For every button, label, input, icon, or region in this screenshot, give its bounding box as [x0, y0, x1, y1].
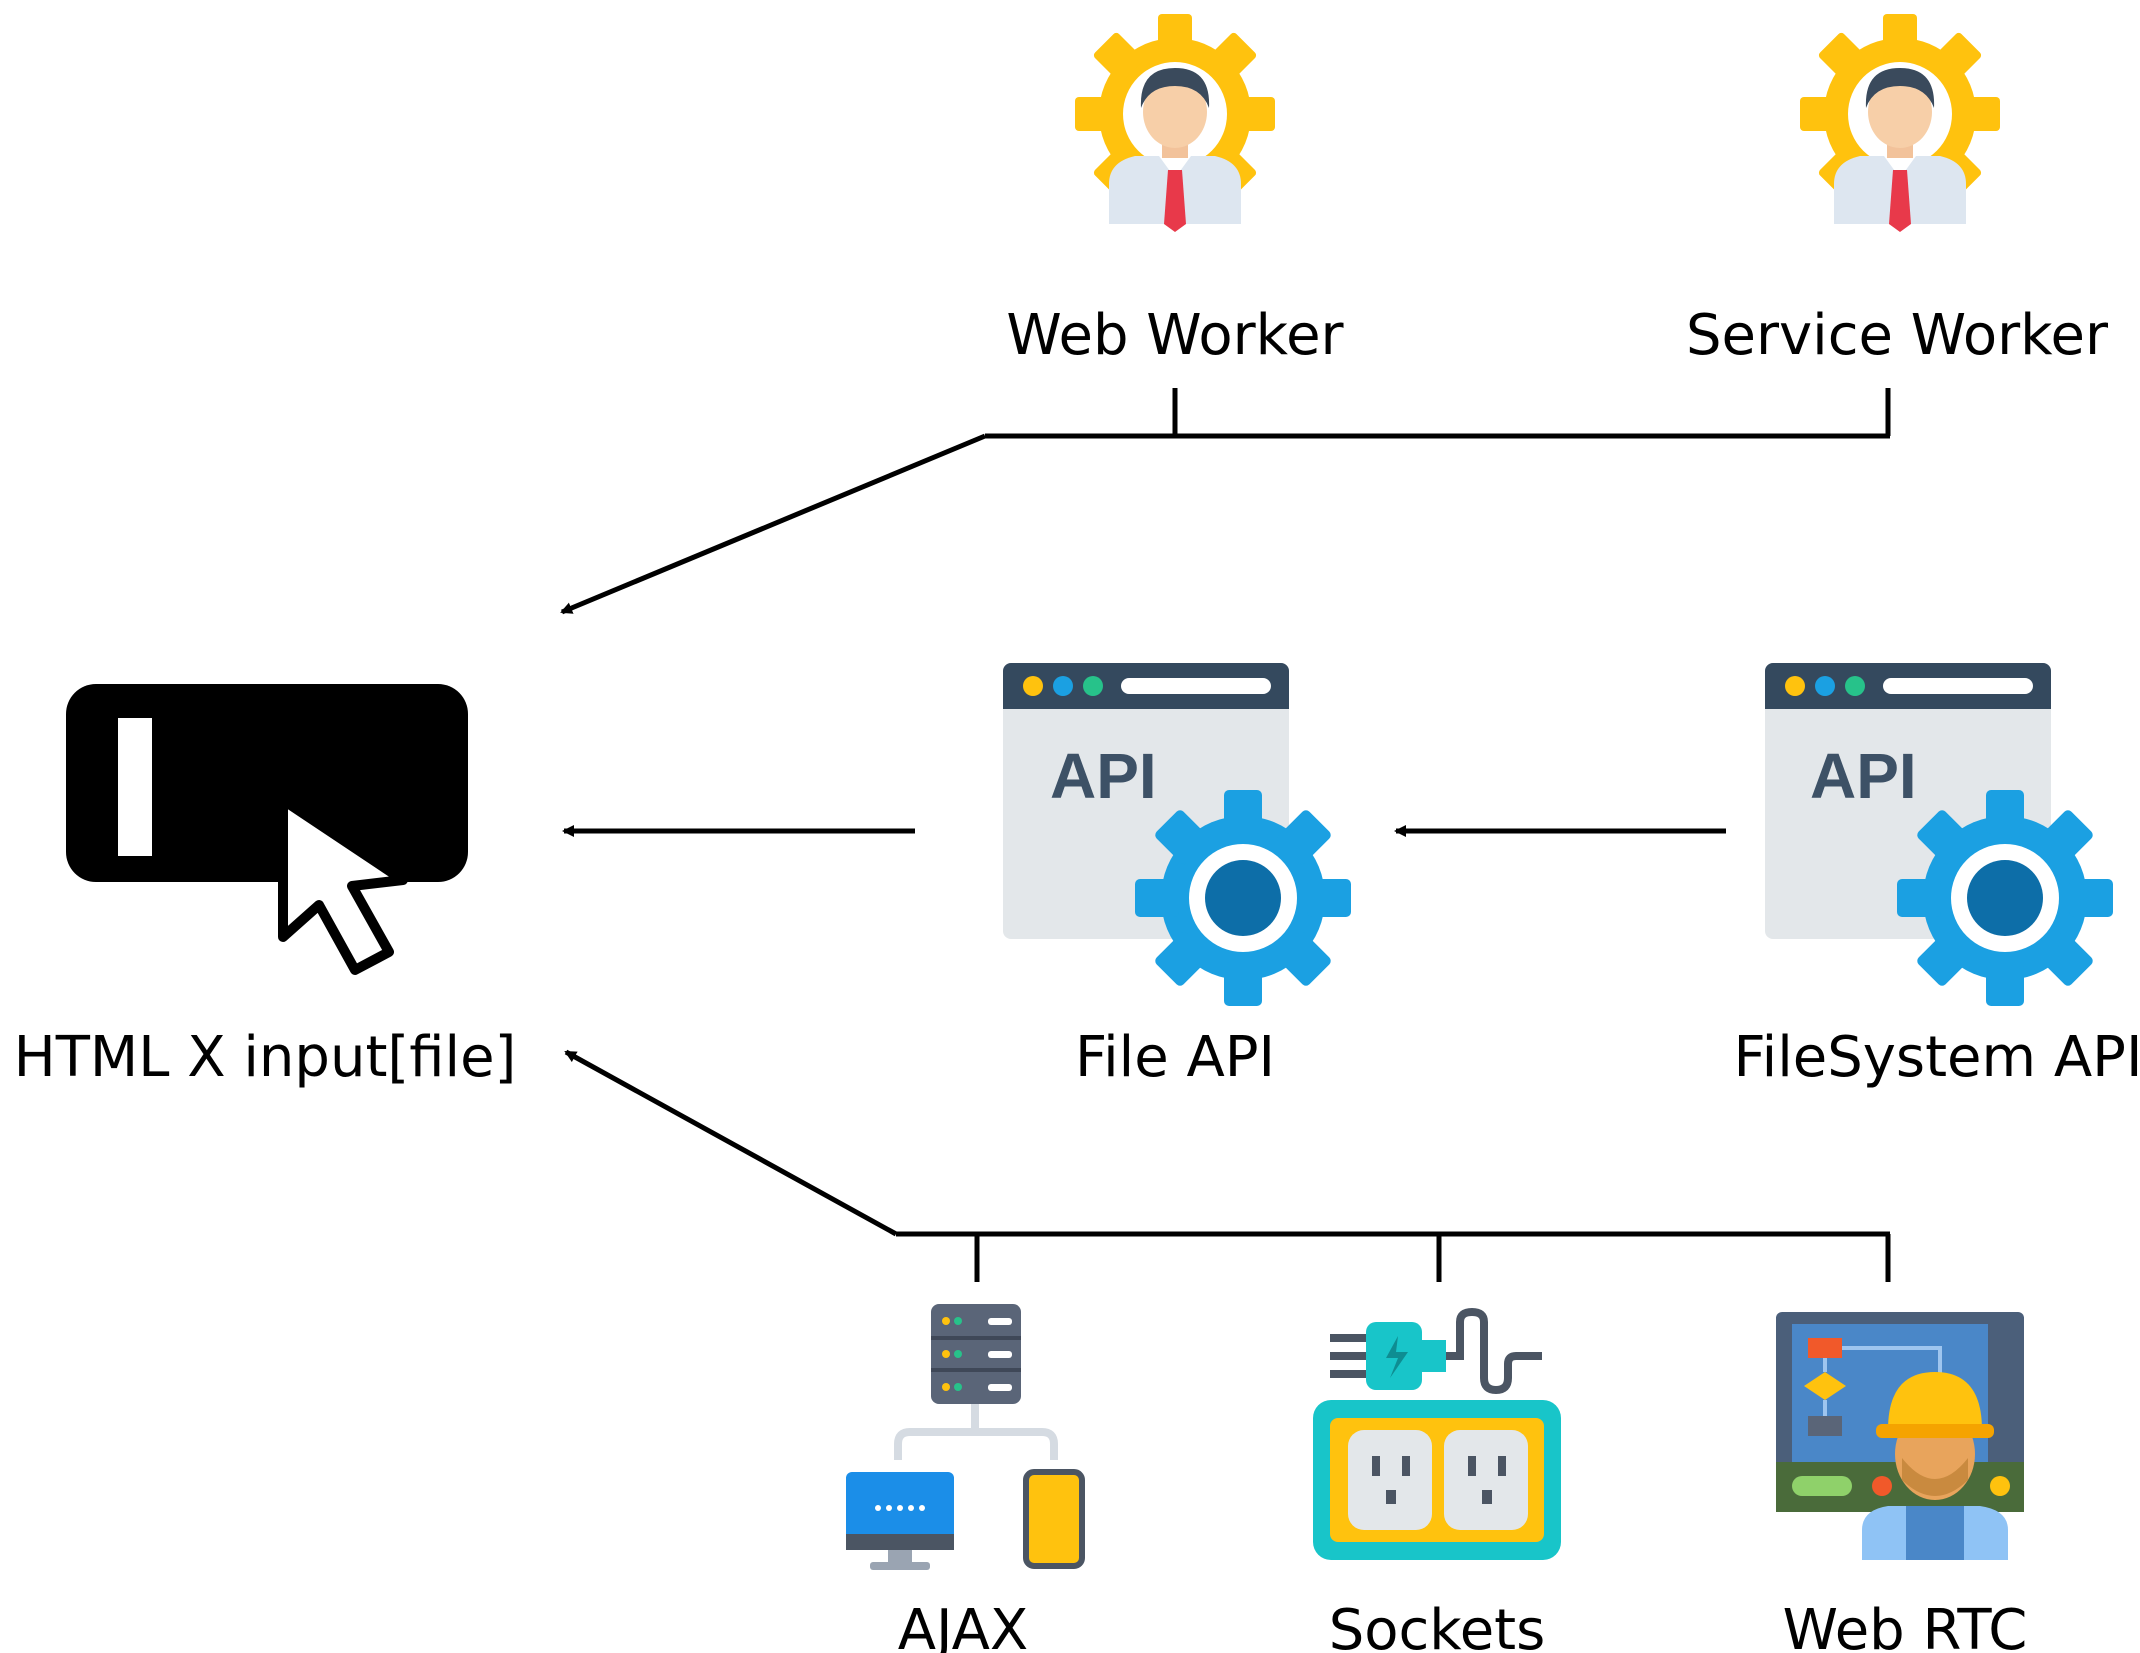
web-worker-label: Web Worker	[1006, 303, 1344, 368]
html-input-label: HTML X input[file]	[14, 1025, 517, 1090]
api-window-gear-icon	[1003, 663, 1351, 1006]
workers-connector	[560, 388, 1891, 615]
service-worker-label: Service Worker	[1686, 303, 2109, 368]
service-worker-node: Service Worker	[1686, 14, 2109, 368]
network-connector	[564, 1049, 1891, 1282]
api-window-gear-icon	[1765, 663, 2113, 1006]
web-worker-node: Web Worker	[1006, 14, 1345, 368]
sockets-node: Sockets	[1313, 1307, 1561, 1653]
webrtc-node: Web RTC	[1776, 1312, 2027, 1653]
html-input-node: HTML X input[file]	[14, 684, 517, 1090]
file-api-node: API File API	[1003, 663, 1351, 1090]
filesystem-api-node: API FileSystem API	[1734, 663, 2140, 1090]
worker-gear-icon	[1800, 14, 2000, 232]
filesystem-api-badge: API	[1810, 740, 1917, 812]
server-devices-icon	[846, 1304, 1085, 1570]
engineer-screen-icon	[1776, 1312, 2024, 1560]
sockets-label: Sockets	[1329, 1598, 1546, 1653]
ajax-label: AJAX	[898, 1598, 1029, 1653]
power-socket-icon	[1313, 1307, 1561, 1560]
input-cursor-icon	[66, 684, 468, 975]
filesystem-api-label: FileSystem API	[1734, 1025, 2140, 1090]
file-api-label: File API	[1075, 1025, 1275, 1090]
webrtc-label: Web RTC	[1783, 1598, 2028, 1653]
ajax-node: AJAX	[846, 1304, 1085, 1653]
file-api-badge: API	[1050, 740, 1157, 812]
worker-gear-icon	[1075, 14, 1275, 232]
